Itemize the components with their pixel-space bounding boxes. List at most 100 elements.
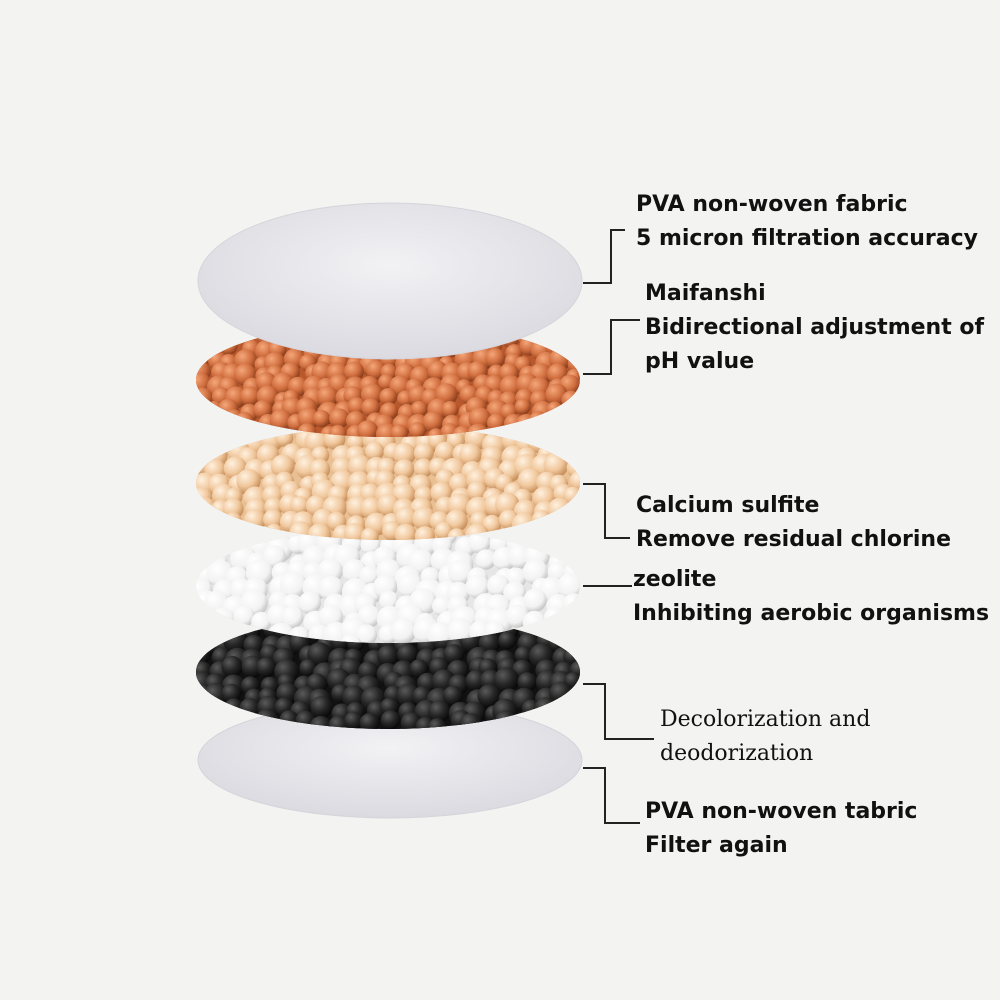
bead	[347, 397, 366, 416]
bead	[569, 470, 580, 492]
bead	[210, 607, 236, 633]
label-maifanshi-title: Maifanshi	[645, 281, 766, 306]
label-zeolite: zeolite Inhibiting aerobic organisms	[633, 563, 989, 631]
bead	[221, 655, 243, 678]
bead	[196, 379, 197, 398]
label-pva-bottom-title: PVA non-woven tabric	[645, 799, 918, 824]
label-maifanshi-desc-1: Bidirectional adjustment of	[645, 315, 985, 340]
bead	[546, 401, 563, 418]
bead	[310, 696, 333, 719]
bead	[379, 388, 398, 406]
label-zeolite-title: zeolite	[633, 567, 717, 592]
label-maifanshi: Maifanshi Bidirectional adjustment of pH…	[645, 277, 984, 379]
bead	[380, 710, 401, 729]
bead	[233, 605, 255, 627]
bead	[442, 685, 463, 706]
bead	[523, 588, 547, 612]
bead	[329, 408, 350, 429]
bead	[290, 496, 310, 516]
label-pva-bottom-desc: Filter again	[645, 833, 788, 858]
bead	[459, 443, 482, 466]
label-zeolite-desc: Inhibiting aerobic organisms	[633, 601, 990, 626]
connector-calcium-sulfite	[583, 483, 630, 539]
bead	[390, 424, 408, 437]
bead	[409, 659, 429, 678]
bead	[359, 565, 379, 586]
bead	[196, 387, 213, 409]
bead	[307, 523, 332, 540]
bead	[422, 411, 444, 433]
bead	[220, 337, 238, 355]
bead	[348, 454, 372, 479]
label-calcium-desc: Remove residual chlorine	[636, 527, 952, 552]
bead	[441, 401, 459, 418]
bead	[344, 711, 363, 729]
bead	[397, 644, 418, 665]
bead	[528, 411, 548, 431]
bead	[493, 667, 519, 693]
bead	[517, 468, 543, 493]
pva-fabric-top-disc	[197, 202, 583, 360]
connector-activated-carbon	[583, 683, 654, 740]
bead	[281, 606, 304, 629]
bead	[379, 590, 399, 611]
bead	[485, 348, 506, 369]
bead	[561, 390, 580, 410]
bead	[557, 572, 580, 600]
label-pva-top: PVA non-woven fabric 5 micron filtration…	[636, 188, 978, 256]
label-calcium-title: Calcium sulfite	[636, 493, 820, 518]
bead	[221, 683, 241, 704]
bead	[224, 409, 243, 429]
bead	[390, 618, 417, 643]
bead	[534, 697, 558, 721]
bead	[299, 659, 317, 677]
bead	[196, 487, 213, 509]
bead	[355, 624, 377, 643]
label-pva-bottom: PVA non-woven tabric Filter again	[645, 795, 917, 863]
bead	[531, 509, 552, 530]
bead	[175, 659, 194, 678]
bead	[196, 670, 200, 694]
bead	[543, 453, 569, 478]
bead	[443, 644, 465, 665]
label-carbon-line-2: deodorization	[660, 741, 814, 766]
bead	[256, 657, 277, 678]
bead	[313, 410, 331, 428]
connector-pva-bottom	[583, 767, 640, 824]
bead	[576, 362, 580, 382]
connector-maifanshi	[583, 319, 640, 375]
bead	[366, 360, 386, 380]
bead	[359, 713, 380, 729]
label-calcium-sulfite: Calcium sulfite Remove residual chlorine	[636, 489, 951, 557]
bead	[543, 607, 567, 630]
bead	[394, 523, 417, 540]
bead	[298, 591, 322, 615]
bead	[514, 646, 533, 665]
bead	[357, 420, 379, 437]
bead	[340, 634, 362, 643]
bead	[279, 571, 307, 600]
bead	[547, 497, 573, 523]
bead	[365, 441, 385, 461]
connector-pva-top	[583, 229, 625, 284]
bead	[328, 715, 349, 729]
bead	[468, 407, 492, 431]
bead	[477, 684, 501, 708]
bead	[447, 559, 474, 586]
bead	[270, 454, 295, 479]
bead	[467, 481, 487, 502]
bead	[412, 506, 437, 531]
calcium-sulfite-layer	[196, 426, 580, 540]
zeolite-layer	[196, 529, 580, 643]
bead	[360, 527, 379, 540]
bead	[342, 685, 366, 709]
label-maifanshi-desc-2: pH value	[645, 349, 755, 374]
bead	[316, 386, 339, 408]
bead	[413, 458, 433, 478]
bead	[562, 593, 580, 616]
bead	[394, 459, 415, 480]
bead	[522, 610, 546, 634]
bead	[377, 645, 399, 667]
bead	[498, 631, 517, 650]
